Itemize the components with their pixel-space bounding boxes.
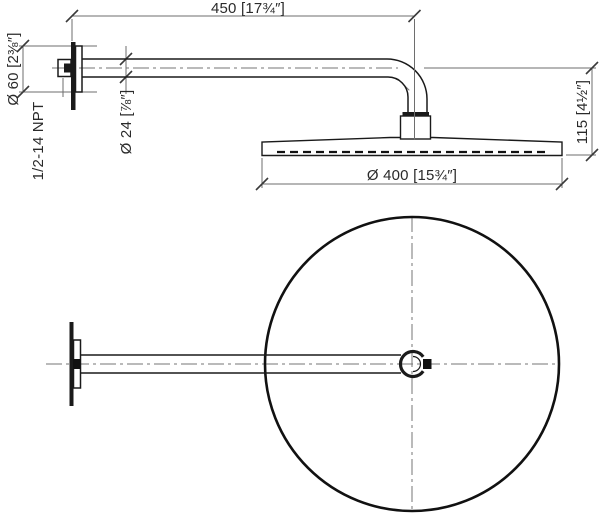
dim-tick [555, 177, 569, 191]
label-thread: 1/2-14 NPT [30, 102, 47, 181]
npt-nipple-core [64, 63, 71, 73]
shower-arm-outer [82, 58, 428, 113]
side-view: 450 [17¾″] Ø 60 [2⅜″] 1/2-14 NPT Ø 24 [⅞… [5, 0, 599, 191]
wall-plate [71, 42, 76, 110]
rosette [74, 45, 83, 93]
swivel-joint-ring [398, 349, 425, 379]
side-view-geometry [57, 19, 563, 157]
label-arm-diameter: Ø 24 [⅞″] [118, 90, 135, 155]
shower-arm-inner [82, 76, 409, 113]
dim-tick [255, 177, 269, 191]
dim-tick [585, 61, 599, 75]
swivel-joint-inner-arc [412, 355, 422, 373]
side-view-dimension-lines [16, 9, 599, 191]
side-view-labels: 450 [17¾″] Ø 60 [2⅜″] 1/2-14 NPT Ø 24 [⅞… [5, 0, 591, 184]
connector-block [399, 115, 432, 140]
dim-tick [585, 148, 599, 162]
plan-wall-plate [69, 322, 74, 406]
label-rosette-diameter: Ø 60 [2⅜″] [5, 32, 22, 105]
dim-tick [407, 9, 422, 23]
connector-nut [402, 112, 429, 116]
label-head-diameter: Ø 400 [15¾″] [367, 167, 457, 184]
plan-npt-nipple [73, 359, 81, 369]
dim-tick [65, 9, 79, 23]
swivel-joint-nub [423, 359, 432, 369]
dim-tick [16, 85, 30, 99]
head-outline-circle [263, 215, 561, 513]
label-arm-length: 450 [17¾″] [211, 0, 285, 17]
dim-tick [16, 39, 30, 53]
plan-view [46, 215, 561, 513]
label-drop-height: 115 [4½″] [574, 80, 591, 144]
